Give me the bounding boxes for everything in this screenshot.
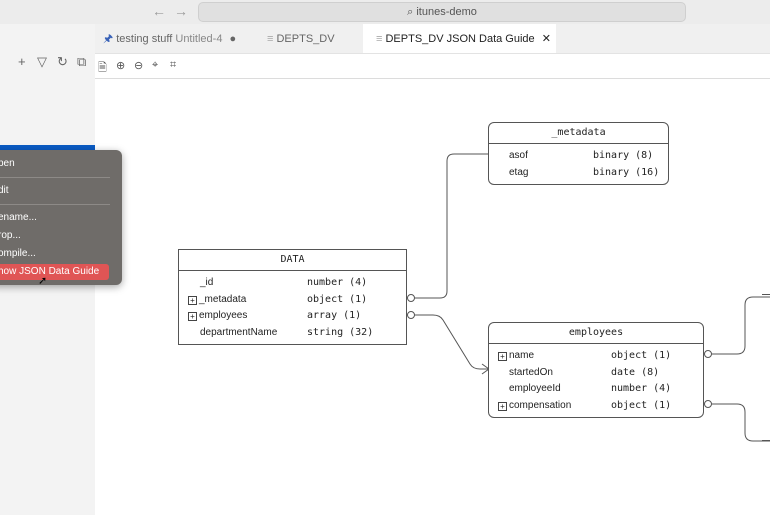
search-text: itunes-demo [416, 6, 477, 18]
unsaved-dot-icon: ● [229, 33, 237, 45]
close-icon[interactable]: ✕ [541, 33, 551, 45]
tab-depts-dv[interactable]: ≡ DEPTS_DV [267, 24, 357, 53]
tab-json-data-guide[interactable]: ≡ DEPTS_DV JSON Data Guide ✕ [363, 24, 556, 53]
cursor-icon: ➚ [38, 275, 48, 287]
field-row: asof binary (8) [489, 148, 668, 165]
page-icon[interactable]: 🗎 [98, 62, 107, 74]
field-type: binary (8) [593, 150, 654, 161]
field-type: binary (16) [593, 166, 660, 178]
field-name: etag [509, 166, 529, 178]
field-row: startedOn date (8) [489, 365, 703, 382]
entity-title: employees [489, 323, 703, 344]
field-row: departmentName string (32) [179, 325, 406, 342]
tab-label: DEPTS_DV [276, 33, 335, 45]
field-name: name [509, 350, 535, 361]
selected-tree-item[interactable] [0, 145, 95, 150]
tab-bar: 🖈 testing stuff Untitled-4 ● ≡ DEPTS_DV … [95, 24, 770, 54]
field-type: object (1) [611, 350, 672, 361]
menu-separator [0, 177, 110, 178]
entity-data[interactable]: DATA _id number (4) +_metadata object (1… [178, 249, 407, 345]
connector-employees [407, 314, 489, 370]
offscreen-entity-edge [762, 440, 770, 441]
field-name: startedOn [509, 366, 553, 378]
expand-icon[interactable]: + [188, 295, 197, 305]
refresh-icon[interactable]: ↻ [57, 54, 68, 69]
pin-icon: 🖈 [103, 33, 114, 45]
forward-arrow-icon[interactable]: → [174, 3, 188, 19]
tab-label: DEPTS_DV JSON Data Guide [385, 33, 535, 45]
collapse-icon[interactable]: ⧉ [77, 54, 87, 69]
search-box[interactable]: ⌕ itunes-demo [198, 2, 686, 22]
field-name: departmentName [200, 326, 278, 338]
menu-item-open[interactable]: pen [0, 158, 15, 169]
menu-item-show-json-data-guide[interactable]: how JSON Data Guide [0, 264, 109, 280]
field-name: asof [509, 150, 528, 161]
menu-item-rename[interactable]: ename... [0, 212, 37, 223]
connector-name [704, 296, 770, 355]
field-type: string (32) [307, 326, 374, 338]
menu-separator [0, 204, 110, 205]
field-name: employeeId [509, 383, 561, 394]
tab-label: testing stuff [116, 33, 173, 45]
field-row: +compensation object (1) [489, 398, 703, 415]
field-row: etag binary (16) [489, 165, 668, 182]
field-row: +name object (1) [489, 348, 703, 365]
add-icon[interactable]: + [18, 54, 26, 69]
field-type: number (4) [307, 277, 368, 288]
entity-title: _metadata [489, 123, 668, 144]
field-name: _metadata [199, 293, 247, 305]
file-icon: ≡ [376, 33, 383, 45]
field-type: date (8) [611, 366, 660, 378]
field-name: compensation [509, 399, 572, 411]
field-type: object (1) [611, 399, 672, 411]
field-name: employees [199, 310, 248, 321]
menu-item-edit[interactable]: dit [0, 185, 9, 196]
expand-icon[interactable]: ⌗ [170, 59, 177, 71]
field-type: array (1) [307, 310, 362, 321]
connector-metadata [407, 153, 489, 299]
field-type: object (1) [307, 293, 368, 305]
tab-testing-stuff[interactable]: 🖈 testing stuff Untitled-4 ● [103, 24, 258, 53]
diagram-toolbar: 🗎 ⊕ ⊖ ⌖ ⌗ [95, 54, 770, 79]
diagram-canvas[interactable]: DATA _id number (4) +_metadata object (1… [95, 79, 770, 515]
search-icon: ⌕ [407, 6, 414, 18]
filter-icon[interactable]: ▽ [37, 54, 47, 69]
connector-compensation [704, 403, 770, 442]
offscreen-entity-edge [762, 294, 770, 295]
field-row: _id number (4) [179, 275, 406, 292]
zoom-in-icon[interactable]: ⊕ [116, 60, 126, 72]
context-menu: pen dit ename... rop... ompile... how JS… [0, 150, 122, 285]
field-type: number (4) [611, 383, 672, 394]
file-icon: ≡ [267, 33, 274, 45]
field-row: employeeId number (4) [489, 381, 703, 398]
expand-icon[interactable]: + [498, 401, 507, 411]
menu-item-compile[interactable]: ompile... [0, 248, 36, 259]
entity-employees[interactable]: employees +name object (1) startedOn dat… [488, 322, 704, 418]
expand-icon[interactable]: + [498, 352, 507, 361]
title-bar: ← → ⌕ itunes-demo [0, 0, 770, 24]
entity-title: DATA [179, 250, 406, 271]
zoom-out-icon[interactable]: ⊖ [134, 60, 144, 72]
back-arrow-icon[interactable]: ← [152, 3, 166, 19]
fit-icon[interactable]: ⌖ [152, 59, 159, 71]
tab-sublabel: Untitled-4 [175, 33, 223, 45]
field-row: +employees array (1) [179, 308, 406, 325]
expand-icon[interactable]: + [188, 312, 197, 321]
entity-metadata[interactable]: _metadata asof binary (8) etag binary (1… [488, 122, 669, 185]
field-row: +_metadata object (1) [179, 292, 406, 309]
menu-item-drop[interactable]: rop... [0, 230, 21, 241]
field-name: _id [200, 277, 214, 288]
